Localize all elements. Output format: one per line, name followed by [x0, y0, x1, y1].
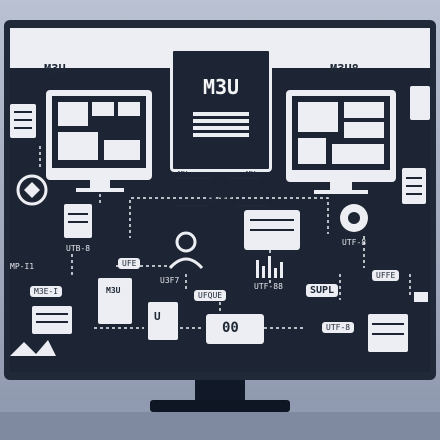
- utf8-right-label: UTF-8: [342, 238, 367, 247]
- utf88-label: UTF-88: [254, 282, 283, 291]
- bars-icon: [256, 256, 283, 278]
- basic-label: BASIC: [208, 196, 233, 205]
- uffe-label: UFFE: [372, 270, 400, 281]
- center-m3u-panel: M3U: [170, 48, 272, 172]
- ufe-label: UFE: [118, 258, 141, 269]
- monitor-screen: M3U M3U M3U8 MU MU BASIC UTB-8 UFE U3F7 …: [10, 28, 430, 372]
- utb8-label: UTB-8: [66, 244, 91, 253]
- center-title: M3U: [202, 75, 240, 99]
- utf8-bottom-label: UTF-8: [322, 322, 355, 333]
- gear-icon: [340, 204, 368, 232]
- monitor-foot: [150, 400, 290, 412]
- u3f7-label: U3F7: [160, 276, 180, 285]
- diagram-artwork: [10, 86, 430, 356]
- digital-readout: 00: [222, 320, 239, 336]
- mu-right-label: MU: [246, 170, 256, 179]
- right-title: M3U8: [330, 62, 359, 76]
- ufque-label: UFQUE: [194, 290, 227, 301]
- left-monitor-icon: [46, 90, 152, 192]
- u-doc-label: U: [154, 310, 161, 323]
- mp11-label: MP-I1: [10, 262, 35, 271]
- m3e-label: M3E-I: [30, 286, 63, 297]
- cycle-icon: [16, 174, 48, 206]
- m3u-doc-label: M3U: [106, 286, 121, 295]
- left-title: M3U: [44, 62, 66, 76]
- desk-shelf: [0, 412, 440, 440]
- mu-left-label: MU: [178, 170, 188, 179]
- right-monitor-icon: [286, 90, 396, 194]
- user-icon: [168, 231, 204, 270]
- stack-lines: [193, 109, 249, 143]
- supl-label: SUPL: [306, 284, 339, 297]
- monitor-stand: [195, 380, 245, 402]
